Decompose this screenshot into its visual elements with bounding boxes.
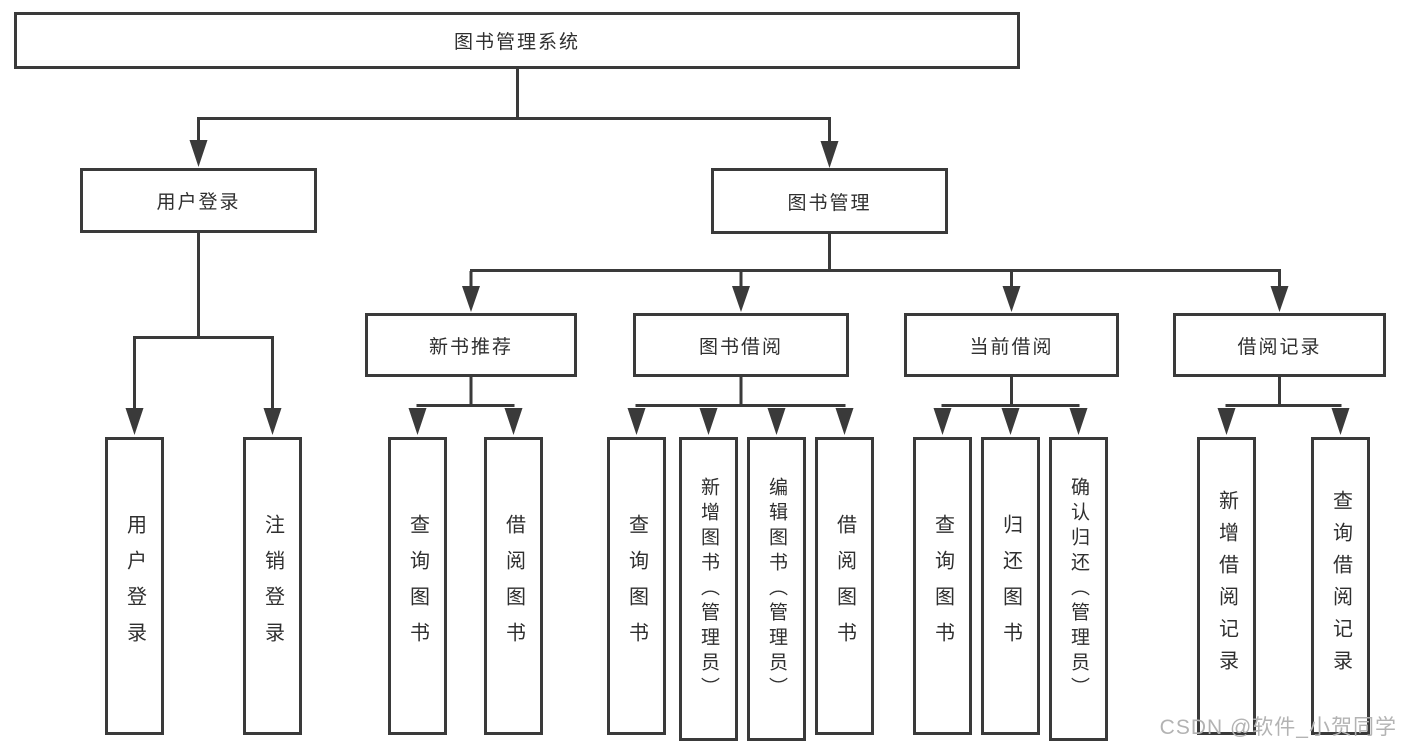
arrow-down-icon — [263, 408, 282, 435]
arrow-down-icon — [699, 408, 718, 435]
node-new-book-recommend: 新书推荐 — [365, 313, 577, 377]
node-label: 借阅图书 — [502, 514, 525, 658]
node-label: 图书管理系统 — [453, 32, 580, 53]
node-borrow-records: 借阅记录 — [1173, 313, 1386, 377]
node-label: 查询借阅记录 — [1329, 490, 1352, 682]
node-book-borrow: 图书借阅 — [633, 313, 849, 377]
arrow-down-icon — [462, 286, 480, 312]
arrow-down-icon — [820, 141, 839, 168]
arrow-down-icon — [1217, 408, 1236, 435]
arrow-down-icon — [1069, 408, 1088, 435]
node-current-borrow: 当前借阅 — [904, 313, 1119, 377]
arrow-down-icon — [835, 408, 854, 435]
arrow-down-icon — [1270, 286, 1289, 312]
arrow-down-icon — [504, 408, 523, 435]
node-label: 借阅图书 — [833, 514, 856, 658]
node-label: 图书借阅 — [698, 336, 783, 358]
arrow-down-icon — [1331, 408, 1350, 435]
node-label: 归还图书 — [999, 514, 1022, 658]
node-label: 用户登录 — [156, 192, 241, 213]
leaf-confirm-return-admin: 确认归还（管理员） — [1049, 437, 1108, 741]
node-label: 借阅记录 — [1237, 336, 1322, 358]
leaf-add-borrow-record: 新增借阅记录 — [1197, 437, 1256, 735]
leaf-query-borrow-record: 查询借阅记录 — [1311, 437, 1370, 735]
node-label: 确认归还（管理员） — [1068, 476, 1089, 702]
node-label: 注销登录 — [261, 514, 284, 658]
arrow-down-icon — [732, 286, 750, 312]
node-label: 用户登录 — [123, 514, 146, 658]
leaf-user-login: 用户登录 — [105, 437, 164, 735]
node-label: 图书管理 — [787, 192, 872, 214]
arrow-down-icon — [125, 408, 144, 435]
node-label: 查询图书 — [931, 514, 954, 658]
node-label: 新书推荐 — [428, 336, 513, 358]
arrow-down-icon — [933, 408, 952, 435]
leaf-borrow-books: 借阅图书 — [815, 437, 874, 735]
leaf-logout: 注销登录 — [243, 437, 302, 735]
node-label: 新增借阅记录 — [1215, 490, 1238, 682]
node-label: 查询图书 — [406, 514, 429, 658]
node-root-library-system: 图书管理系统 — [14, 12, 1020, 69]
leaf-query-books: 查询图书 — [388, 437, 447, 735]
arrow-down-icon — [1002, 286, 1021, 312]
arrow-down-icon — [627, 408, 646, 435]
node-label: 查询图书 — [625, 514, 648, 658]
arrow-down-icon — [408, 408, 427, 435]
node-label: 当前借阅 — [969, 336, 1054, 358]
arrow-down-icon — [1001, 408, 1020, 435]
node-label: 新增图书（管理员） — [698, 476, 719, 702]
leaf-query-books: 查询图书 — [607, 437, 666, 735]
arrow-down-icon — [767, 408, 786, 435]
leaf-query-books: 查询图书 — [913, 437, 972, 735]
leaf-return-books: 归还图书 — [981, 437, 1040, 735]
arrow-down-icon — [189, 140, 208, 167]
node-book-management: 图书管理 — [711, 168, 948, 234]
leaf-add-books-admin: 新增图书（管理员） — [679, 437, 738, 741]
leaf-borrow-books: 借阅图书 — [484, 437, 543, 735]
csdn-watermark: CSDN @软件_小贺同学 — [1159, 716, 1397, 739]
node-label: 编辑图书（管理员） — [766, 476, 787, 702]
leaf-edit-books-admin: 编辑图书（管理员） — [747, 437, 806, 741]
node-user-login: 用户登录 — [80, 168, 317, 233]
